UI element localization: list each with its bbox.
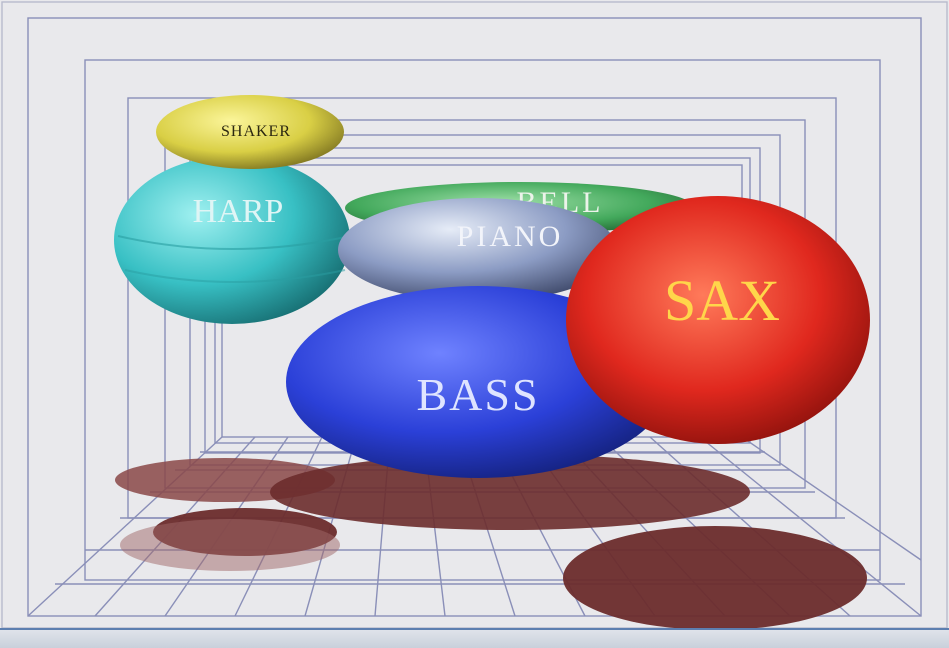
harp-label: HARP	[193, 193, 284, 230]
shaker-blob: SHAKER	[156, 95, 344, 169]
shaker-label: SHAKER	[221, 123, 291, 140]
piano-label: PIANO	[457, 220, 564, 253]
piano-blob: PIANO	[338, 198, 618, 302]
sax-label: SAX	[664, 268, 780, 333]
floor-shadows	[115, 454, 867, 630]
sax-blob: SAX	[566, 196, 870, 444]
harp-blob: HARP	[114, 156, 351, 324]
bottom-bar	[0, 628, 949, 648]
bass-label: BASS	[416, 369, 539, 420]
